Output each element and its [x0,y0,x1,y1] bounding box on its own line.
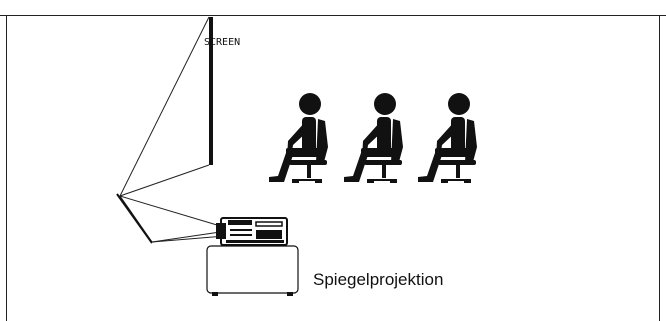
diagram-frame [0,15,666,321]
screen-label: SCREEN [204,37,240,48]
table-icon [206,245,299,296]
projector-icon [216,217,288,246]
diagram-caption: Spiegelprojektion [313,270,443,289]
audience [269,93,477,183]
person-seated-icon [344,93,403,183]
person-seated-icon [269,93,328,183]
person-seated-icon [418,93,477,183]
screen-icon [209,17,213,165]
mirror-icon [116,193,153,244]
